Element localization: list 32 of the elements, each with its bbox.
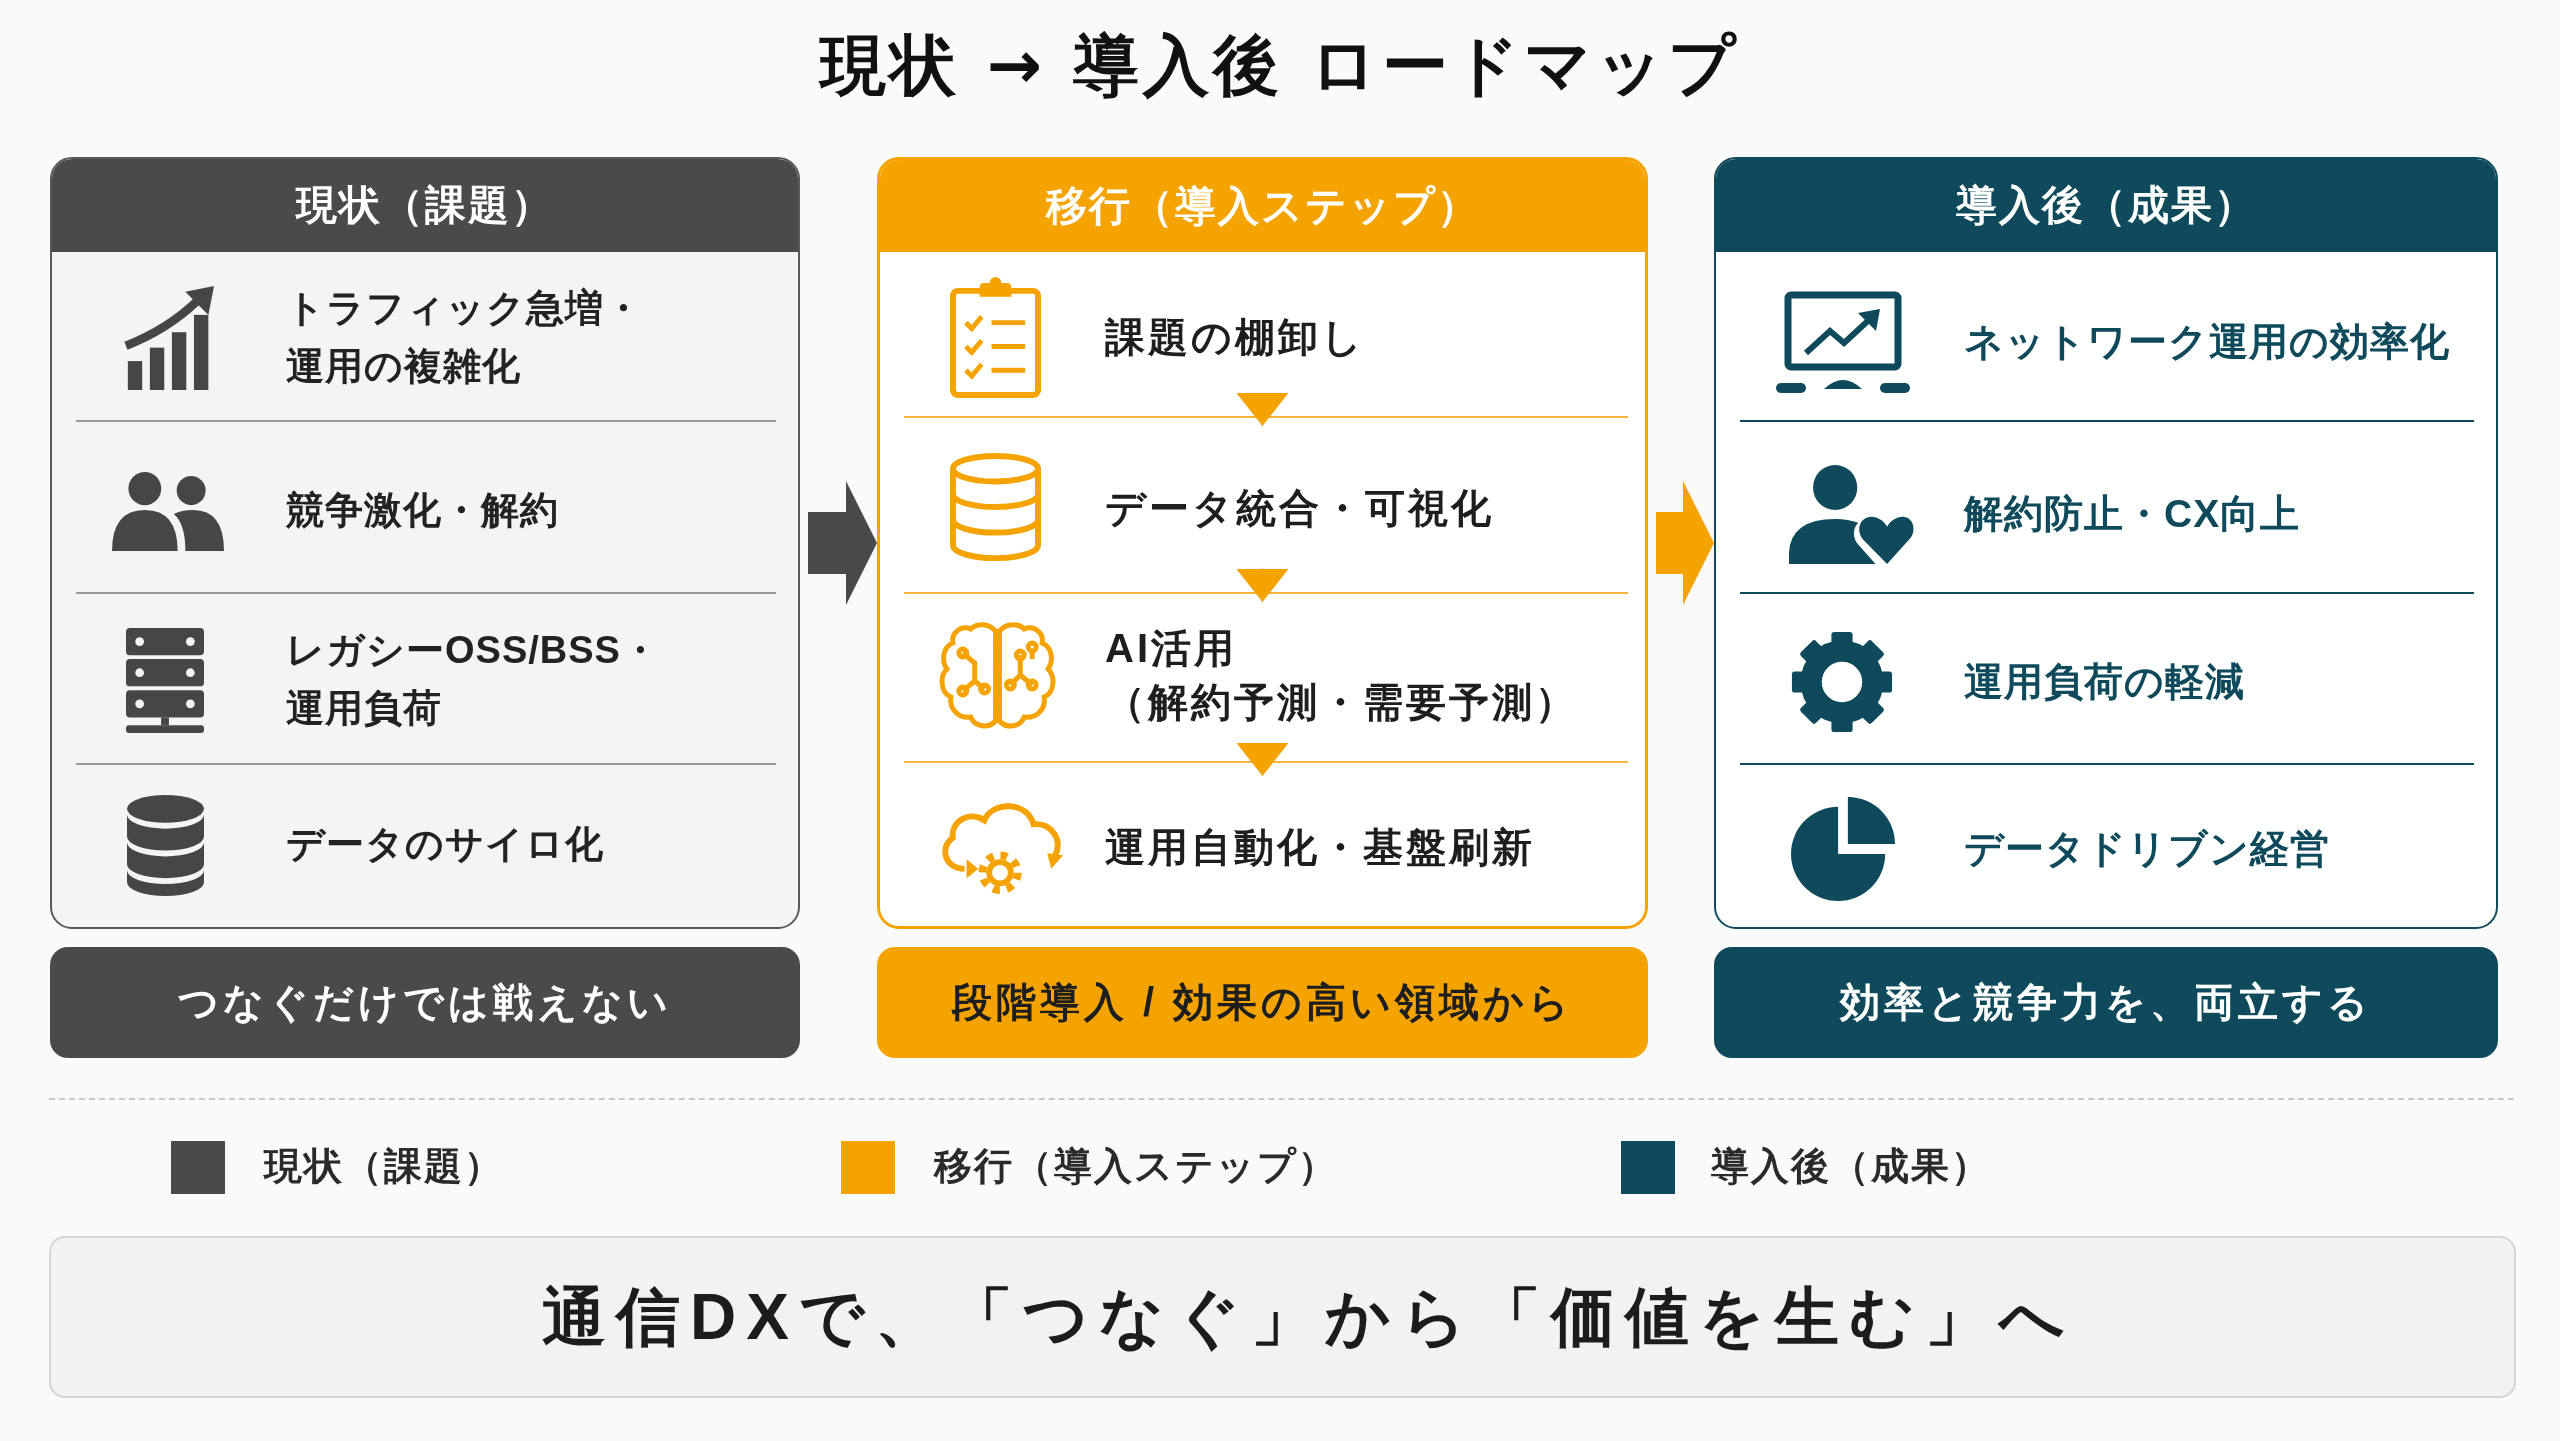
panel-header: 現状（課題） (52, 159, 798, 252)
panel (50, 157, 800, 929)
legend-label: 導入後（成果） (1711, 1144, 1991, 1190)
summary-banner: 効率と競争力を、両立する (1714, 947, 2498, 1058)
block-arrow (808, 481, 877, 605)
summary-banner: 段階導入 / 効果の高い領域から (877, 947, 1648, 1058)
block-arrow (1656, 481, 1714, 605)
arrow (1236, 567, 1289, 603)
item-label: 競争激化・解約 (286, 488, 559, 534)
legend-label: 現状（課題） (264, 1144, 504, 1190)
item-label: （解約予測・需要予測） (1105, 679, 1578, 726)
item-label: データドリブン経営 (1964, 825, 2330, 872)
message-banner: 通信DXで、「つなぐ」から「価値を生む」へ (49, 1236, 2516, 1398)
item-label: データ統合・可視化 (1105, 485, 1494, 532)
item-label: レガシーOSS/BSS・運用負荷 (286, 628, 661, 731)
arrow (1236, 392, 1289, 427)
arrow (1236, 742, 1289, 777)
panel-header: 移行（導入ステップ） (880, 160, 1645, 252)
item-label: 課題の棚卸し (1105, 314, 1365, 361)
panel-header: 導入後（成果） (1716, 159, 2496, 252)
item-label: トラフィック急増・運用の複雑化 (286, 286, 644, 389)
item-label: 運用自動化・基盤刷新 (1105, 824, 1535, 871)
item-label: ネットワーク運用の効率化 (1964, 318, 2450, 365)
item-label: 解約防止・CX向上 (1964, 490, 2301, 537)
summary-banner: つなぐだけでは戦えない (50, 947, 800, 1058)
item-label: AI活用 (1105, 625, 1237, 672)
legend-label: 移行（導入ステップ） (934, 1144, 1338, 1190)
panel (877, 157, 1648, 929)
item-label: 運用負荷の軽減 (1964, 658, 2245, 705)
item-label: データのサイロ化 (286, 822, 604, 868)
panel (1714, 157, 2498, 929)
title: 現状 → 導入後 ロードマップ (819, 26, 1741, 106)
